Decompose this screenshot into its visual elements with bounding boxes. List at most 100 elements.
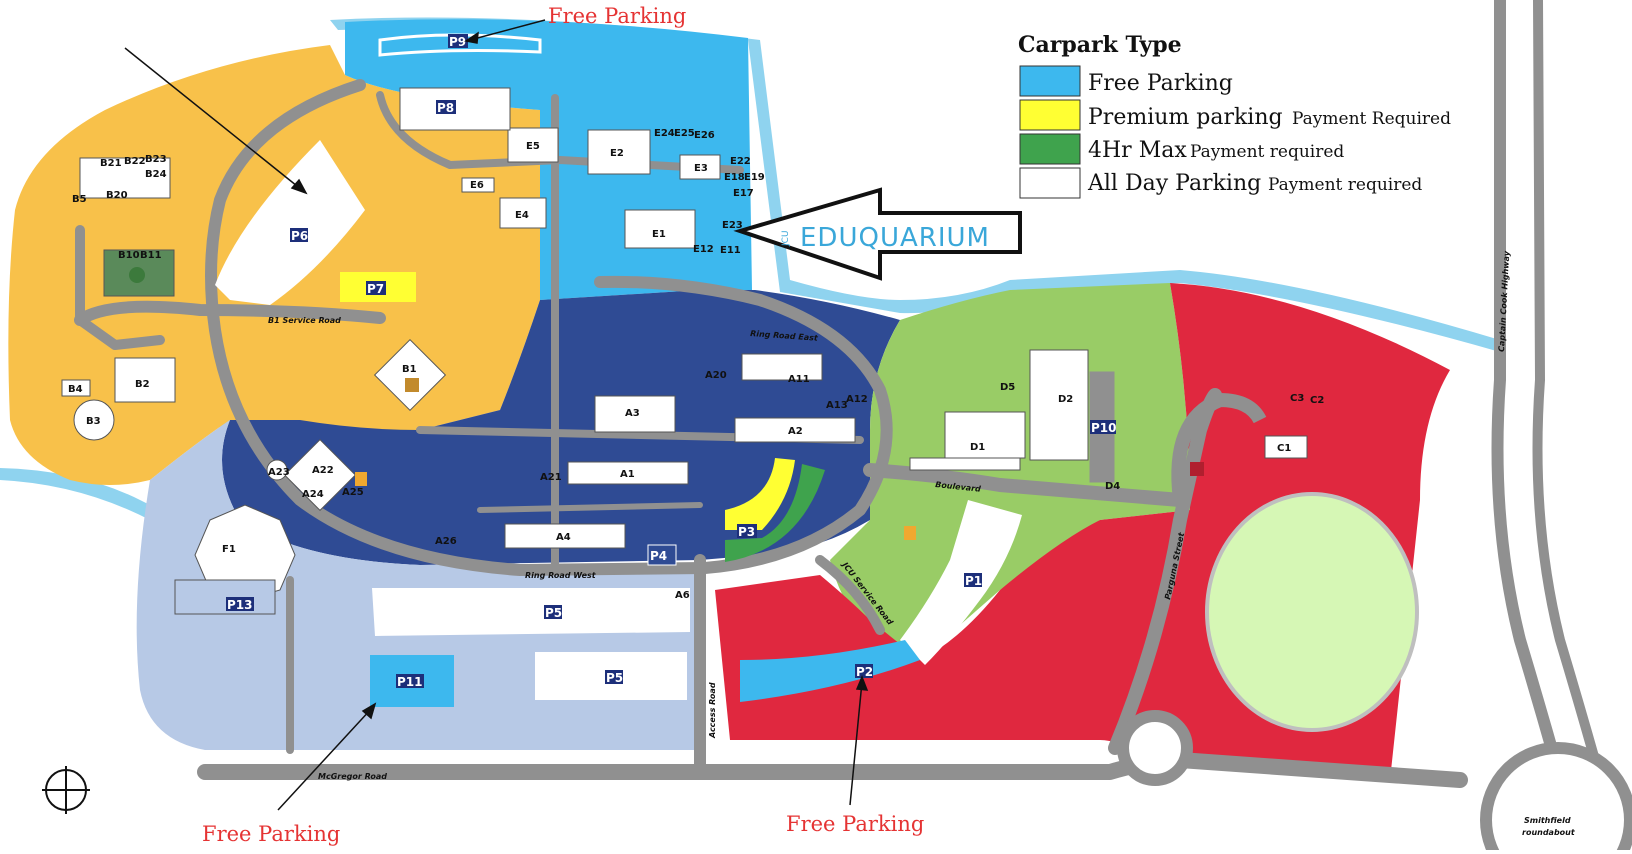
inner-road-a3	[477, 502, 703, 513]
building-e5	[507, 127, 559, 163]
label-e2: E2	[610, 148, 624, 159]
label-p7: P7	[367, 282, 384, 296]
sports-icon	[129, 267, 145, 283]
annotation-free-parking-p9: Free Parking	[548, 4, 686, 28]
carpark-labels: P6 P7 P8 P9 P5 P5 P11 P3 P4 P1 P2 P10 P1…	[226, 34, 1117, 689]
label-a20: A20	[705, 370, 727, 381]
building-a22	[283, 438, 357, 512]
label-c1: C1	[1277, 443, 1291, 454]
jcu-service-road	[815, 555, 885, 635]
label-e12: E12	[693, 244, 714, 255]
building-d1	[944, 411, 1026, 459]
legend-note-allday: Payment required	[1268, 175, 1422, 195]
ring-road-outer	[205, 79, 893, 576]
carpark-p2	[740, 640, 920, 702]
label-e23: E23	[722, 220, 743, 231]
label-e19: E19	[744, 172, 765, 183]
legend-item-free: Free Parking	[1019, 65, 1233, 97]
label-b23: B23	[145, 154, 167, 165]
legend-label-allday: All Day Parking	[1087, 171, 1261, 196]
building-b-north	[79, 157, 171, 199]
legend-title: Carpark Type	[1018, 32, 1182, 58]
b-loop	[75, 225, 165, 350]
annotation-free-parking-p11: Free Parking	[202, 822, 340, 846]
label-d1: D1	[970, 442, 985, 453]
eduquarium-callout: JCU EDUQUARIUM	[733, 187, 1022, 281]
b1-service-road	[74, 300, 386, 326]
legend-item-allday: All Day Parking Payment required	[1019, 167, 1422, 199]
label-b3: B3	[86, 416, 101, 427]
label-c3: C3	[1290, 393, 1304, 404]
label-a25: A25	[342, 487, 364, 498]
arrow-p9	[469, 19, 546, 41]
accessible-parking-icon	[405, 378, 419, 392]
roundabout-south	[1117, 710, 1193, 786]
carparks	[215, 33, 1022, 707]
legend-item-4hr: 4Hr Max Payment required	[1019, 133, 1344, 165]
building-e3	[679, 154, 721, 180]
carpark-p3-green	[725, 464, 825, 562]
legend-note-4hr: Payment required	[1190, 142, 1344, 162]
label-a12: A12	[846, 394, 868, 405]
label-p2: P2	[856, 665, 873, 679]
building-a3	[594, 395, 676, 433]
label-e26: E26	[694, 130, 715, 141]
legend-swatch-premium	[1019, 99, 1081, 131]
label-b21: B21	[100, 158, 122, 169]
road-mcgregor: McGregor Road	[318, 772, 387, 781]
building-a23	[266, 459, 288, 481]
arrow-p2	[849, 681, 863, 806]
road-smithfield-2: roundabout	[1522, 828, 1576, 837]
label-a6: A6	[675, 590, 690, 601]
boulevard	[863, 463, 1187, 507]
label-b11: B11	[140, 250, 162, 261]
building-a11	[741, 353, 823, 381]
label-a11: A11	[788, 374, 810, 385]
map-icons	[129, 267, 1204, 540]
building-e6	[461, 177, 495, 193]
label-p5-north: P5	[545, 606, 562, 620]
label-b4: B4	[68, 384, 83, 395]
carpark-p1	[900, 500, 1022, 665]
road-access: Access Road	[708, 682, 717, 739]
carpark-p5-north	[372, 588, 690, 636]
bus-stop-icon	[1190, 462, 1204, 476]
legend-note-premium: Payment Required	[1292, 109, 1451, 129]
sports-oval	[1205, 492, 1419, 732]
label-p6: P6	[291, 229, 308, 243]
label-e3: E3	[694, 163, 708, 174]
building-b4	[61, 379, 91, 397]
building-e1	[624, 209, 696, 249]
building-c1	[1264, 435, 1308, 459]
label-e5: E5	[526, 141, 540, 152]
building-a4	[504, 523, 626, 549]
label-p13: P13	[227, 598, 253, 612]
legend-swatch-4hr	[1019, 133, 1081, 165]
label-p1: P1	[965, 574, 982, 588]
label-b2: B2	[135, 379, 150, 390]
label-d4: D4	[1105, 481, 1120, 492]
label-d2: D2	[1058, 394, 1073, 405]
building-d2	[1029, 349, 1089, 461]
label-e24: E24	[654, 128, 675, 139]
label-e22: E22	[730, 156, 751, 167]
free-parking-annotations: Free Parking Free Parking Free Parking	[202, 4, 924, 846]
legend-item-premium: Premium parking Payment Required	[1019, 99, 1451, 131]
label-a26: A26	[435, 536, 457, 547]
building-p4	[647, 544, 677, 566]
label-a22: A22	[312, 465, 334, 476]
label-f1: F1	[222, 544, 236, 555]
food-icon	[355, 472, 367, 486]
label-p11: P11	[397, 675, 423, 689]
building-e2	[587, 129, 651, 175]
eduquarium-arrow-shape	[733, 187, 1022, 281]
eduquarium-prefix: JCU	[781, 230, 791, 247]
legend-label-premium: Premium parking	[1088, 105, 1283, 130]
arrowhead-p6	[290, 178, 308, 195]
label-p9: P9	[449, 35, 466, 49]
building-e4	[499, 197, 547, 229]
arrowhead-p9	[464, 31, 479, 44]
road-b1-service: B1 Service Road	[268, 316, 341, 325]
creek-west	[0, 468, 160, 520]
